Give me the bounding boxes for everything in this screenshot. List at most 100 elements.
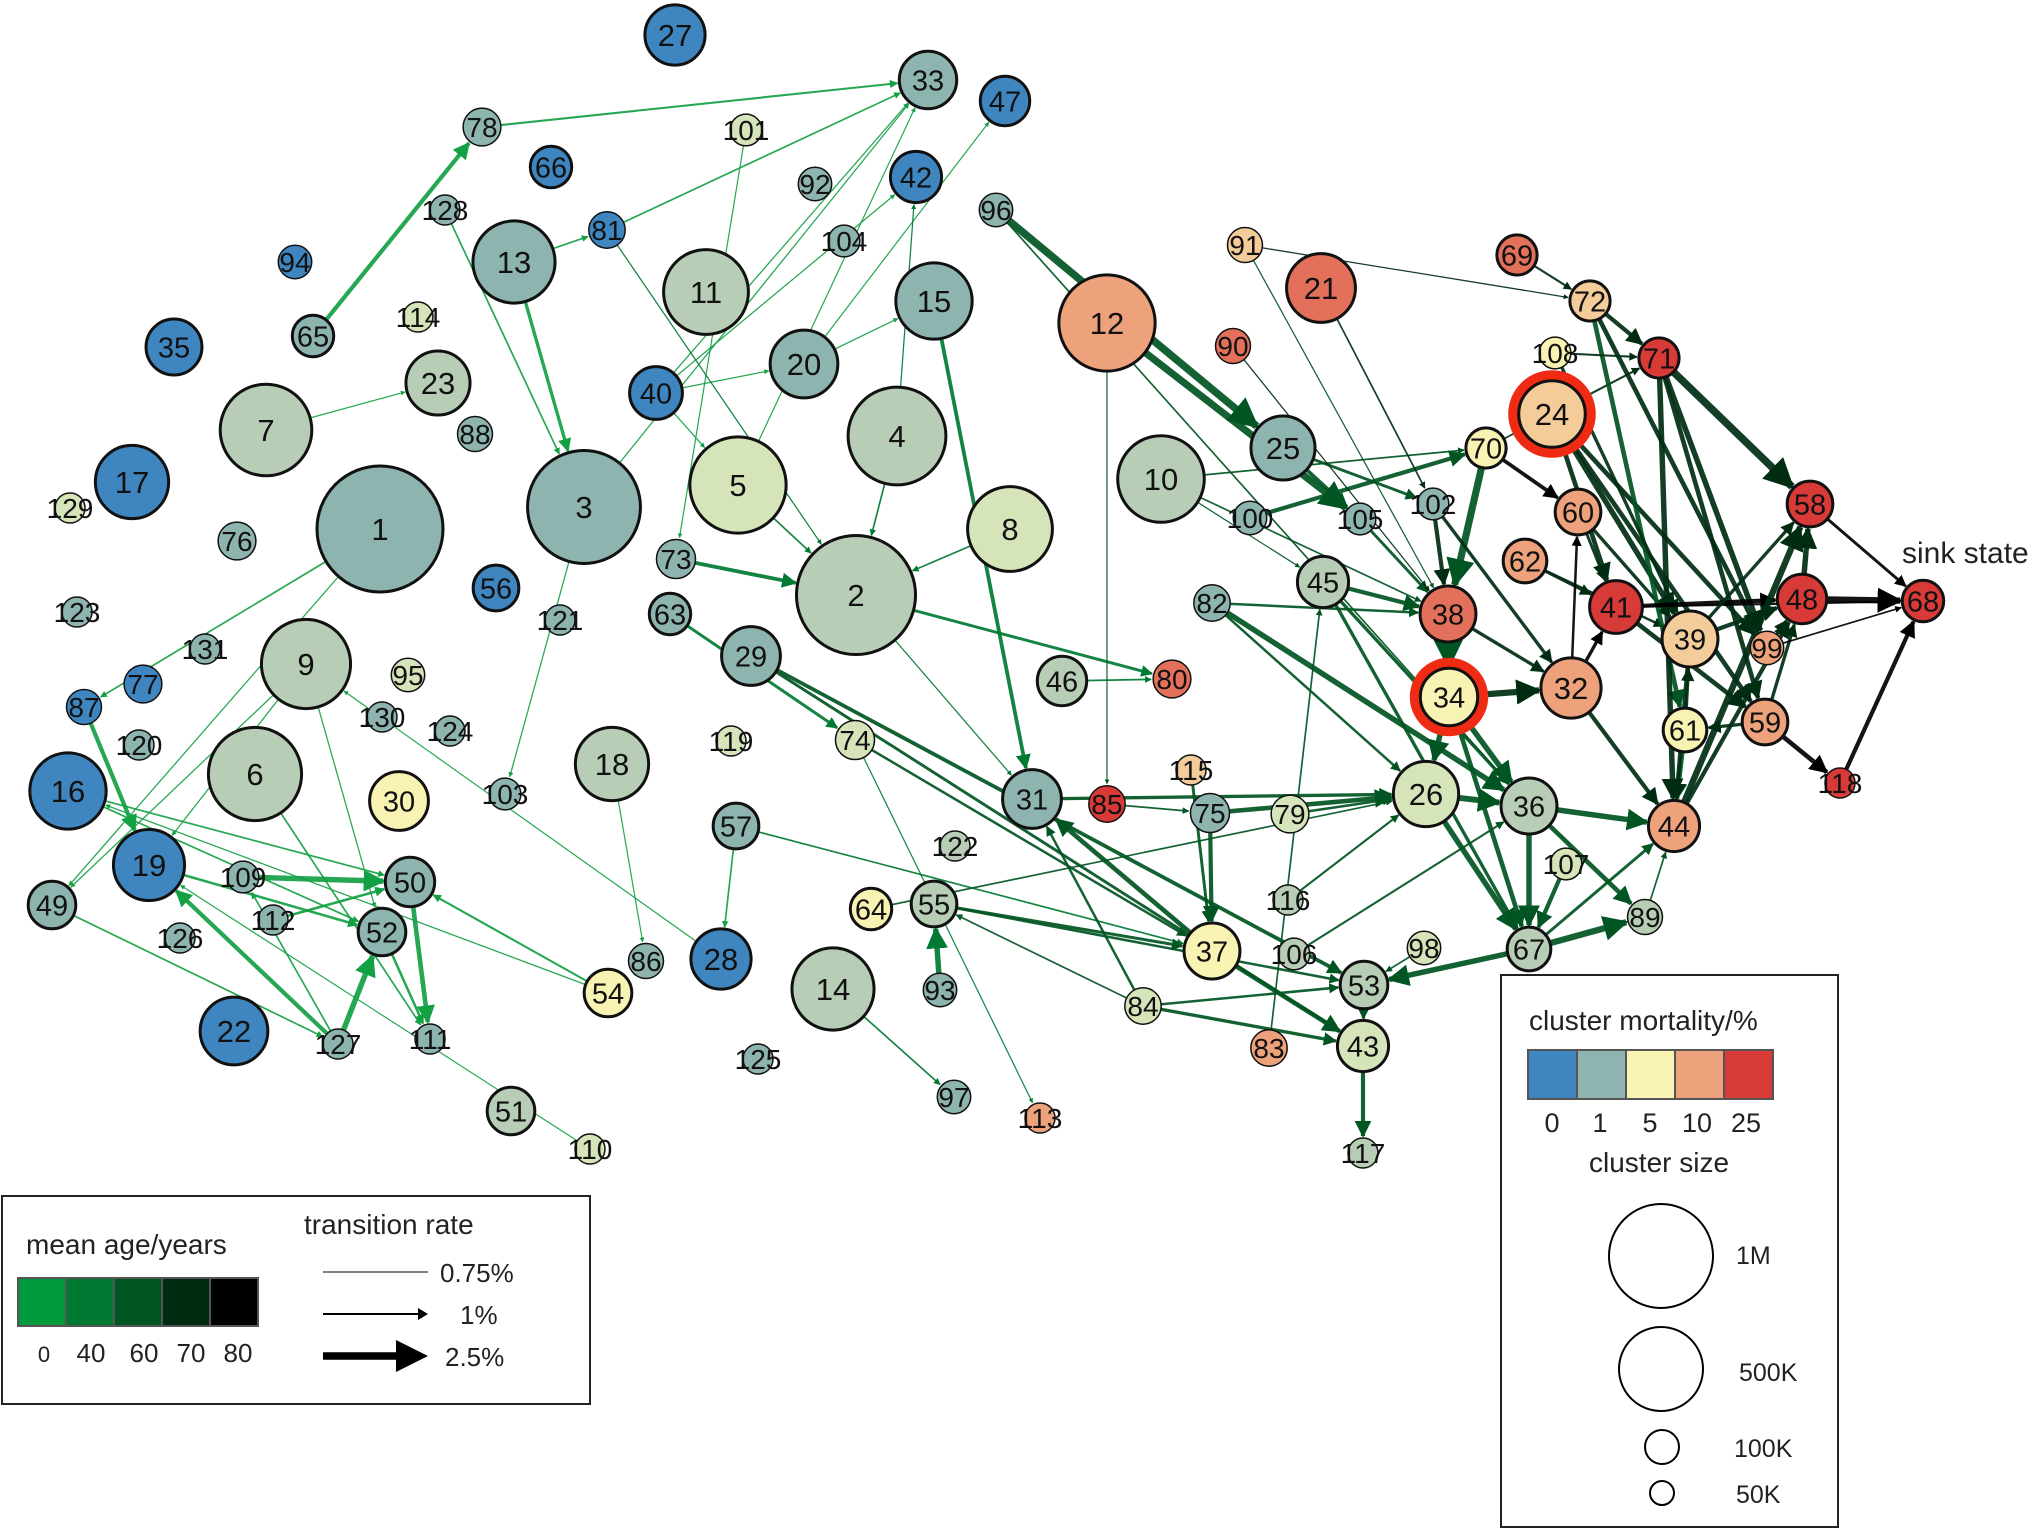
cluster-circle-131	[189, 633, 221, 665]
edge-116-26	[1287, 814, 1400, 901]
cluster-circle-96	[978, 192, 1014, 228]
edge-49-127	[51, 904, 324, 1038]
cluster-label-51: 51	[495, 1096, 527, 1128]
cluster-circle-65	[290, 313, 336, 359]
cluster-circle-23	[404, 349, 472, 417]
cluster-node-74: 74	[834, 719, 876, 761]
rate-legend-items: 0.75%1%2.5%	[323, 1258, 514, 1372]
cluster-node-8: 8	[966, 485, 1054, 573]
edge-84-43	[1142, 1004, 1338, 1046]
cluster-label-89: 89	[1629, 902, 1660, 933]
cluster-circle-98	[1406, 930, 1442, 966]
edge-109-50	[242, 869, 386, 892]
cluster-node-103: 103	[482, 777, 528, 811]
cluster-circle-48	[1775, 572, 1829, 626]
size-label-3: 50K	[1736, 1481, 1781, 1509]
rate-arrowhead-2	[396, 1340, 428, 1372]
mortality-swatch-1	[1576, 1049, 1627, 1100]
cluster-circle-79	[1270, 794, 1310, 834]
cluster-label-67: 67	[1513, 934, 1545, 966]
cluster-circle-57	[711, 801, 761, 851]
cluster-circle-28	[689, 927, 753, 991]
cluster-node-71: 71	[1637, 336, 1681, 380]
cluster-node-80: 80	[1152, 659, 1192, 699]
cluster-label-111: 111	[409, 1024, 452, 1055]
cluster-node-24: 24	[1508, 370, 1596, 458]
cluster-label-47: 47	[989, 86, 1021, 118]
edge-6-111	[254, 773, 422, 1026]
cluster-label-13: 13	[497, 245, 531, 280]
edge-57-37	[735, 825, 1184, 946]
cluster-label-53: 53	[1348, 970, 1380, 1002]
cluster-circle-83	[1250, 1029, 1288, 1067]
cluster-circle-52	[356, 906, 408, 958]
cluster-node-64: 64	[848, 886, 894, 932]
cluster-node-93: 93	[922, 972, 958, 1008]
cluster-circle-126	[164, 922, 196, 954]
cluster-circle-105	[1343, 502, 1377, 536]
cluster-node-61: 61	[1661, 706, 1709, 754]
cluster-label-87: 87	[68, 692, 99, 723]
sink-state-label: sink state	[1902, 537, 2029, 570]
edge-34-67	[1446, 696, 1526, 929]
mortality-swatch-0	[1527, 1049, 1578, 1100]
cluster-node-29: 29	[720, 625, 782, 687]
cluster-circle-122	[939, 830, 971, 862]
cluster-label-62: 62	[1509, 546, 1541, 578]
cluster-label-38: 38	[1432, 599, 1464, 631]
edge-71-99	[1656, 357, 1764, 633]
cluster-node-81: 81	[588, 211, 626, 249]
cluster-node-44: 44	[1646, 798, 1702, 854]
cluster-label-127: 127	[315, 1029, 362, 1060]
edge-65-78	[311, 141, 471, 338]
cluster-node-47: 47	[978, 74, 1032, 128]
cluster-node-53: 53	[1338, 959, 1390, 1011]
cluster-label-131: 131	[182, 634, 229, 665]
cluster-label-117: 117	[1341, 1138, 1386, 1169]
cluster-node-127: 127	[315, 1028, 362, 1060]
age-tick-2: 60	[130, 1338, 159, 1368]
edge-82-26	[1211, 602, 1401, 772]
cluster-circle-69	[1495, 233, 1539, 277]
edge-102-32	[1431, 502, 1554, 664]
cluster-node-114: 114	[396, 301, 440, 333]
cluster-label-18: 18	[595, 747, 629, 782]
cluster-node-102: 102	[1410, 487, 1457, 521]
cluster-node-49: 49	[26, 879, 78, 931]
cluster-label-74: 74	[839, 725, 870, 756]
cluster-node-43: 43	[1335, 1018, 1391, 1074]
cluster-node-18: 18	[573, 725, 651, 803]
cluster-circle-76	[217, 521, 257, 561]
edge-16-52	[67, 790, 360, 923]
cluster-label-37: 37	[1196, 936, 1228, 968]
cluster-circle-81	[588, 211, 626, 249]
cluster-label-64: 64	[855, 894, 887, 926]
cluster-node-70: 70	[1464, 426, 1508, 470]
cluster-label-124: 124	[427, 716, 474, 747]
cluster-node-41: 41	[1588, 579, 1644, 635]
cluster-node-73: 73	[655, 538, 697, 580]
cluster-node-95: 95	[390, 657, 426, 693]
edge-37-31	[1054, 817, 1214, 953]
cluster-label-42: 42	[900, 162, 932, 194]
cluster-circle-110	[574, 1133, 606, 1165]
edge-70-38	[1446, 447, 1490, 588]
cluster-label-61: 61	[1669, 715, 1701, 747]
cluster-label-19: 19	[132, 848, 166, 883]
cluster-circle-89	[1626, 898, 1664, 936]
cluster-label-22: 22	[217, 1014, 251, 1049]
cluster-node-131: 131	[182, 633, 229, 665]
edge-44-58	[1671, 524, 1804, 828]
cluster-node-106: 106	[1271, 937, 1317, 971]
edge-84-31	[1045, 825, 1145, 1007]
cluster-node-115: 115	[1169, 754, 1213, 786]
edge-45-67	[1321, 581, 1519, 930]
cluster-label-65: 65	[297, 321, 329, 353]
cluster-node-116: 116	[1266, 884, 1310, 916]
size-label-0: 1M	[1736, 1242, 1771, 1270]
cluster-label-102: 102	[1410, 489, 1457, 520]
edge-10-38	[1160, 478, 1422, 603]
cluster-node-55: 55	[909, 879, 959, 929]
cluster-node-36: 36	[1499, 776, 1559, 836]
